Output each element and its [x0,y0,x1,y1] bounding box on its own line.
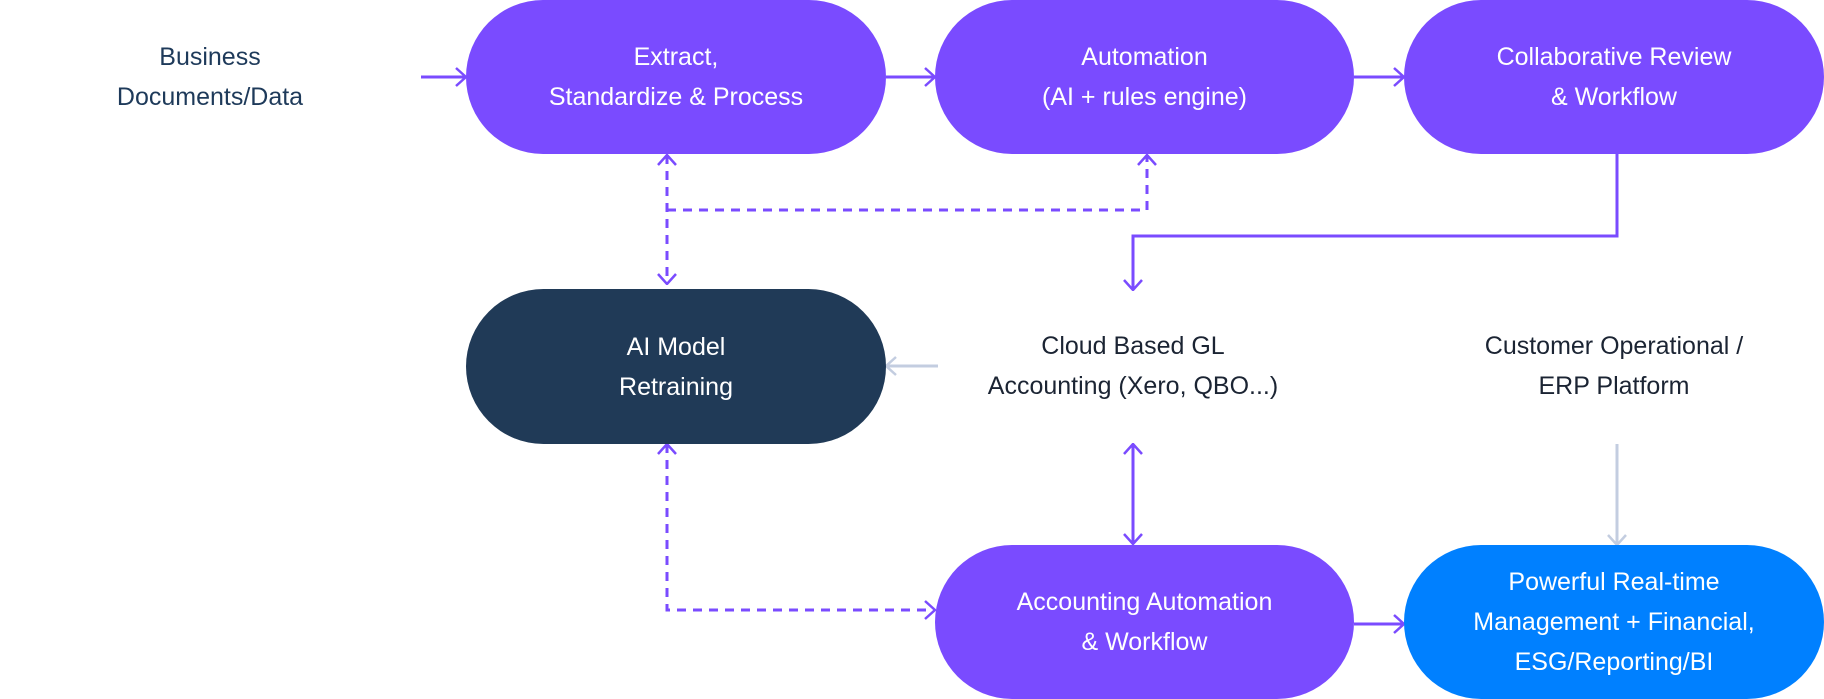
node-label-line: Powerful Real-time [1508,568,1720,596]
node-ai-model-retraining: AI Model Retraining [466,289,886,444]
node-label-line: Accounting (Xero, QBO...) [987,372,1279,400]
node-label-line: Customer Operational / [1484,332,1744,360]
edge-review-cloudgl [1133,154,1619,290]
node-customer-erp-platform: Customer Operational / ERP Platform [1434,326,1794,406]
edge-retraining-accounting [667,444,935,610]
node-label-line: Extract, [633,43,719,71]
node-label-line: & Workflow [1081,628,1208,656]
node-label-line: ESG/Reporting/BI [1514,648,1714,676]
node-collaborative-review: Collaborative Review & Workflow [1404,0,1824,154]
node-label-line: Documents/Data [116,83,304,111]
node-label-line: Automation [1081,43,1208,71]
node-automation: Automation (AI + rules engine) [935,0,1354,154]
node-label-line: Collaborative Review [1496,43,1732,71]
node-label-line: Cloud Based GL [1041,332,1225,360]
node-business-documents: Business Documents/Data [60,37,360,117]
node-label-line: Retraining [619,372,733,401]
node-label-line: (AI + rules engine) [1042,83,1247,111]
node-cloud-gl-accounting: Cloud Based GL Accounting (Xero, QBO...) [953,326,1313,406]
node-accounting-automation: Accounting Automation & Workflow [935,545,1354,699]
node-label-line: Accounting Automation [1016,588,1273,616]
node-label-line: Standardize & Process [548,83,804,111]
node-label-line: ERP Platform [1538,372,1690,400]
node-label-line: Business [159,43,261,71]
node-label-line: & Workflow [1551,83,1677,111]
node-label-line: Management + Financial, [1473,608,1755,636]
node-realtime-reporting: Powerful Real-time Management + Financia… [1404,545,1824,699]
edge-retraining-automation [667,155,1147,212]
node-extract-standardize-process: Extract, Standardize & Process [466,0,886,154]
node-label-line: AI Model [626,332,726,361]
